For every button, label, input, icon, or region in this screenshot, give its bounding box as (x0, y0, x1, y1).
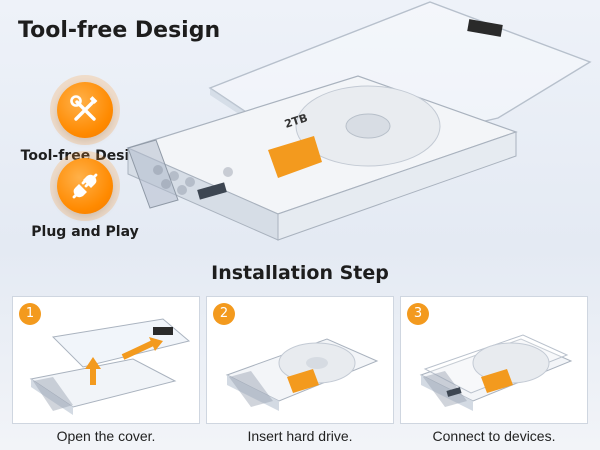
feature-plug-label: Plug and Play (31, 224, 139, 240)
cover-latch (153, 327, 173, 335)
step-2-illustration (225, 338, 379, 411)
usb-port (446, 387, 462, 397)
installation-title: Installation Step (211, 262, 389, 284)
step-1-panel: 1 (12, 296, 200, 424)
step-2-panel: 2 (206, 296, 394, 424)
step-3-caption: Connect to devices. (432, 428, 556, 444)
tools-icon (70, 95, 98, 121)
arrow-up-icon (85, 357, 101, 369)
usb-port (197, 182, 227, 200)
plug-icon (72, 173, 98, 199)
hero-title: Tool-free Design (18, 18, 221, 43)
step-3-illustration (419, 334, 573, 411)
step-2-caption: Insert hard drive. (247, 428, 353, 444)
feature-tool-free: Tool-free Design (10, 82, 160, 164)
step-1-illustration (29, 318, 191, 415)
feature-tool-free-badge (57, 82, 113, 138)
step-2-badge: 2 (213, 303, 235, 325)
enclosure-illustration: 2TB (126, 1, 592, 241)
step-1-caption: Open the cover. (56, 428, 156, 444)
arrow-diagonal-icon (149, 337, 163, 351)
feature-plug-and-play: Plug and Play (10, 158, 160, 240)
feature-tool-free-label: Tool-free Design (20, 148, 150, 164)
cover-latch (467, 19, 503, 37)
feature-plug-badge (57, 158, 113, 214)
step-3-panel: 3 (400, 296, 588, 424)
step-3-badge: 3 (407, 303, 429, 325)
step-1-badge: 1 (19, 303, 41, 325)
